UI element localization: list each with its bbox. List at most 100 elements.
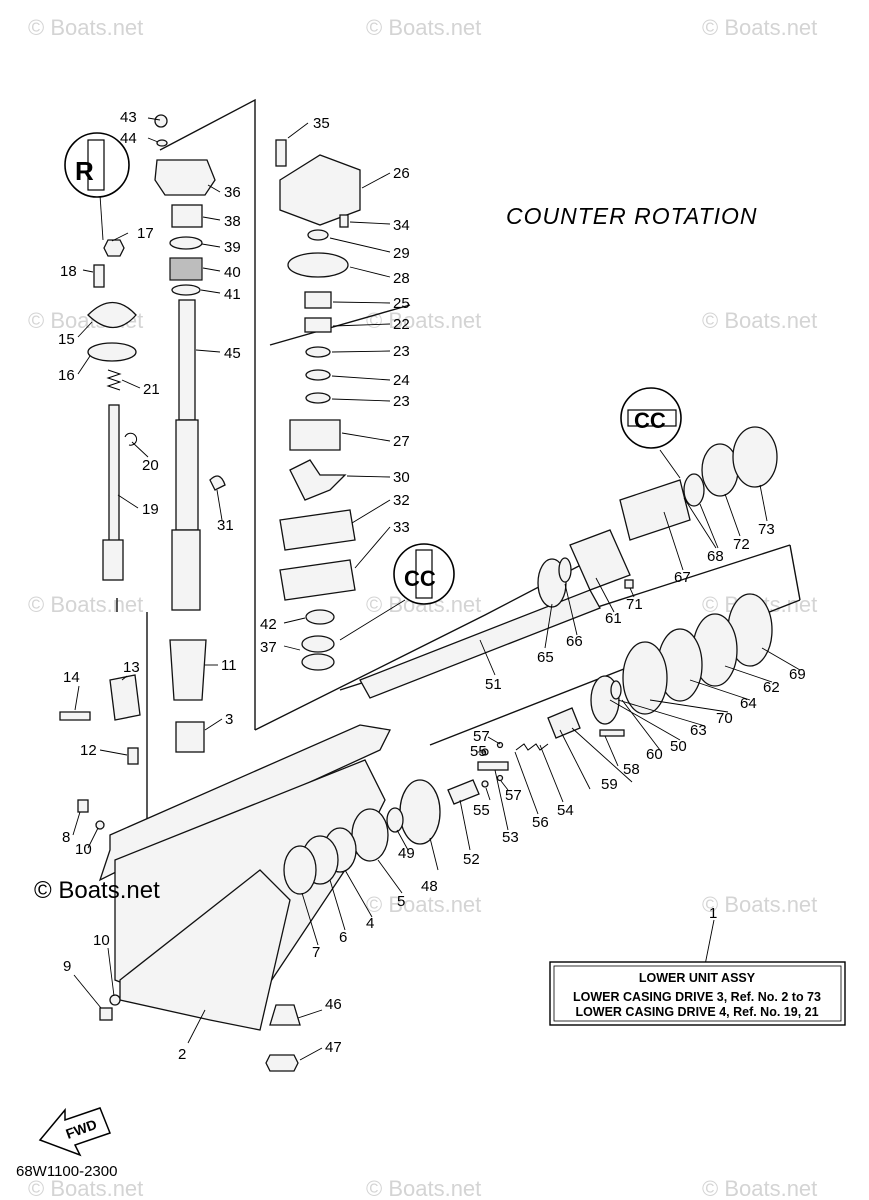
ball-55b (481, 780, 489, 788)
bolt-43 (154, 114, 168, 128)
label-5: 5 (397, 893, 405, 910)
label-20: 20 (142, 457, 159, 474)
label-70: 70 (716, 710, 733, 727)
shim-7 (283, 845, 317, 895)
label-67: 67 (674, 569, 691, 586)
label-68: 68 (707, 548, 724, 565)
sleeve-11 (169, 639, 207, 701)
label-65: 65 (537, 649, 554, 666)
water-pump-parts (275, 139, 361, 671)
lower-casing (59, 674, 391, 1031)
label-62: 62 (763, 679, 780, 696)
pin-34 (339, 214, 349, 228)
label-59: 59 (601, 776, 618, 793)
label-17: 17 (137, 225, 154, 242)
label-29: 29 (393, 245, 410, 262)
drive-shaft-base (171, 529, 201, 611)
label-44: 44 (120, 130, 137, 147)
pinion-46 (269, 1004, 301, 1026)
label-51: 51 (485, 676, 502, 693)
shaft-mark-cc-mid: CC (339, 543, 455, 641)
label-50: 50 (670, 738, 687, 755)
gasket-33 (279, 559, 356, 601)
plunger-53 (477, 761, 509, 771)
bearing-38 (171, 204, 203, 228)
screw-14 (59, 711, 91, 721)
label-64: 64 (740, 695, 757, 712)
label-56: 56 (532, 814, 549, 831)
washer-10a (95, 820, 105, 830)
watermark: © Boats.net (366, 15, 481, 40)
info-box-line1: LOWER CASING DRIVE 3, Ref. No. 2 to 73 (573, 990, 821, 1004)
label-9: 9 (63, 958, 71, 975)
propeller-shaft-assembly (265, 426, 778, 1072)
label-34: 34 (393, 217, 410, 234)
label-13: 13 (123, 659, 140, 676)
drive-shaft-45 (178, 299, 196, 421)
gear-70 (622, 641, 668, 715)
label-61: 61 (605, 610, 622, 627)
label-63: 63 (690, 722, 707, 739)
nut-17 (103, 239, 125, 257)
label-40: 40 (224, 264, 241, 281)
fwd-arrow: FWD (38, 1107, 111, 1157)
label-58: 58 (623, 761, 640, 778)
clip-20 (124, 432, 138, 446)
drawing-number: 68W1100-2300 (16, 1163, 117, 1180)
label-31: 31 (217, 517, 234, 534)
washer-44 (156, 139, 168, 147)
bolt-12 (127, 747, 139, 765)
part-labels: 43 44 36 38 39 40 41 45 35 26 34 29 28 2… (58, 109, 806, 1063)
shim-50 (610, 680, 622, 700)
bearing-68 (683, 473, 705, 507)
label-4: 4 (366, 915, 374, 932)
shift-rod-19 (108, 404, 120, 546)
pin-37a (301, 635, 335, 653)
washer-49 (386, 807, 404, 833)
fwd-arrow-icon (38, 1107, 111, 1157)
label-41: 41 (224, 286, 241, 303)
drive-shaft-column (154, 114, 226, 753)
watermark: © Boats.net (366, 1176, 481, 1200)
pin-37b (301, 653, 335, 671)
label-21: 21 (143, 381, 160, 398)
key-31 (209, 475, 226, 491)
label-18: 18 (60, 263, 77, 280)
label-48: 48 (421, 878, 438, 895)
shaft-mark-cc-mid-label: CC (404, 566, 436, 591)
plug-8 (77, 799, 89, 813)
label-11: 11 (221, 657, 237, 674)
fitting-13 (109, 674, 141, 721)
label-55: 55 (470, 743, 487, 760)
label-2: 2 (178, 1046, 186, 1063)
watermark: © Boats.net (702, 15, 817, 40)
ball-57b (496, 774, 504, 782)
label-73: 73 (758, 521, 775, 538)
label-66: 66 (566, 633, 583, 650)
shim-66 (558, 557, 572, 583)
label-60: 60 (646, 746, 663, 763)
label-53: 53 (502, 829, 519, 846)
housing-36 (154, 159, 216, 196)
info-box: 1 LOWER UNIT ASSY LOWER CASING DRIVE 3, … (549, 905, 846, 1026)
shaft-mark-cc-top-label: CC (634, 408, 666, 433)
spring-54 (515, 743, 549, 751)
watermark: © Boats.net (366, 892, 481, 917)
label-39: 39 (224, 239, 241, 256)
label-57: 57 (505, 787, 522, 804)
diagram-title: COUNTER ROTATION (506, 203, 758, 229)
label-25: 25 (393, 295, 410, 312)
label-47: 47 (325, 1039, 342, 1056)
bolt-18 (93, 264, 105, 288)
seal-40 (169, 257, 203, 281)
pump-housing-26 (279, 154, 361, 226)
prop-shaft-51 (359, 589, 601, 699)
info-box-line2: LOWER CASING DRIVE 4, Ref. No. 19, 21 (575, 1005, 818, 1019)
shim-39 (169, 236, 203, 250)
label-45: 45 (224, 345, 241, 362)
info-box-ref: 1 (709, 905, 717, 922)
housing-61 (569, 529, 631, 591)
nut-73 (732, 426, 778, 488)
label-14: 14 (63, 669, 80, 686)
rod-end-19 (102, 539, 124, 581)
